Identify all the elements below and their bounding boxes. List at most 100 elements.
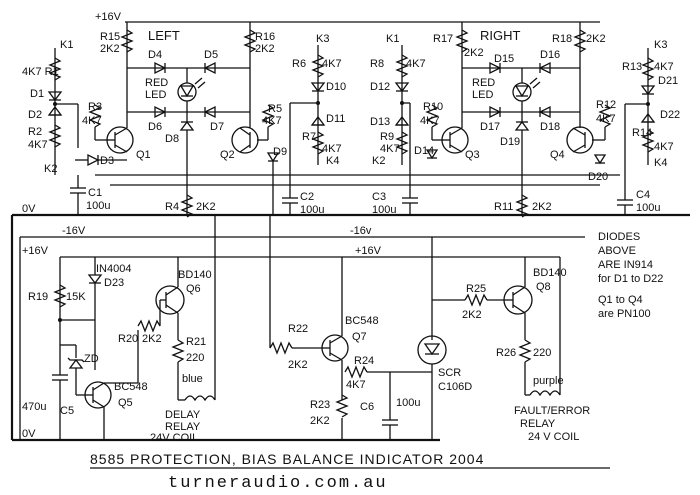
label-r18-value: 2K2 [586,33,606,45]
label-r5-value: 4K7 [262,115,282,127]
label-r14: R14 [632,127,652,139]
label-r3: R3 [88,101,102,113]
website-text: turneraudio.com.au [168,474,388,493]
label-plus16-top: +16V [95,11,122,23]
label-purple: purple [533,375,564,387]
label-k4-right: K4 [654,157,667,169]
label-blue: blue [182,373,203,385]
label-q6: Q6 [186,283,201,295]
label-scr-part: C106D [438,381,472,393]
label-r2-value: 4K7 [28,139,48,151]
led-left-l2: LED [145,89,166,101]
label-r17-value: 2K2 [464,47,484,59]
label-d4: D4 [148,49,162,61]
section-left-title: LEFT [148,28,180,43]
label-r25-value: 2K2 [462,309,482,321]
label-relay1-line1: DELAY [165,409,201,421]
label-relay1-line2: RELAY [165,421,201,433]
label-d23: D23 [104,277,124,289]
led-left-l1: RED [145,77,168,89]
label-r10: R10 [423,101,443,113]
label-q5: Q5 [118,397,133,409]
label-r13-value: 4K7 [654,61,674,73]
note-line3: ARE IN914 [598,259,653,271]
label-r11-value: 2K2 [532,201,552,213]
label-c4: C4 [636,189,650,201]
note-line1: DIODES [598,231,640,243]
label-scr: SCR [438,367,461,379]
label-r16-value: 2K2 [255,43,275,55]
label-relay2-line2: RELAY [520,418,556,430]
label-q6-part: BD140 [178,269,212,281]
label-relay2-line3: 24 V COIL [528,431,579,443]
label-k2-right: K2 [372,155,385,167]
label-c6: C6 [360,401,374,413]
label-r15-value: 2K2 [100,43,120,55]
label-d5: D5 [204,49,218,61]
label-d14: D14 [414,145,434,157]
label-d11: D11 [326,113,345,125]
label-d22: D22 [660,109,680,121]
label-r19-value: 15K [66,291,86,303]
label-plus16-mid: +16V [355,245,382,257]
label-d21: D21 [658,75,678,87]
label-k4-left: K4 [326,155,339,167]
label-d15: D15 [494,53,514,65]
label-q3: Q3 [465,149,480,161]
label-0v-bottom: 0V [22,428,36,440]
label-d18: D18 [540,121,560,133]
note-line2: ABOVE [598,245,636,257]
label-r9-value: 4K7 [380,143,400,155]
note-line5: Q1 to Q4 [598,294,643,306]
driver-section [52,215,561,440]
led-right-l2: LED [472,89,493,101]
label-r17: R17 [433,33,453,45]
label-q2: Q2 [220,149,235,161]
label-relay1-line3: 24V COIL [150,432,198,444]
label-r26: R26 [496,347,516,359]
label-c2: C2 [300,191,314,203]
label-k2-left: K2 [44,163,57,175]
label-r6-value: 4K7 [322,58,342,70]
label-r24: R24 [354,355,374,367]
label-k3-right: K3 [654,39,667,51]
label-relay2-line1: FAULT/ERROR [514,405,590,417]
label-d6: D6 [148,121,162,133]
label-r5: R5 [268,103,282,115]
label-r9: R9 [380,131,394,143]
label-r2: R2 [28,126,42,138]
label-d10: D10 [326,81,346,93]
label-d23-part: IN4004 [96,263,131,275]
label-r4: R4 [165,201,179,213]
label-k1-right: K1 [386,33,399,45]
label-r3-value: 4K7 [82,115,102,127]
label-r8: R8 [370,58,384,70]
label-c3: C3 [372,191,386,203]
rails [10,21,690,442]
label-r23: R23 [310,399,330,411]
page-title: 8585 PROTECTION, BIAS BALANCE INDICATOR … [90,451,484,467]
label-0v-top: 0V [22,203,36,215]
label-r12: R12 [596,99,616,111]
label-k3-left: K3 [316,33,329,45]
label-d13: D13 [370,116,390,128]
label-r6: R6 [292,58,306,70]
labels: +16V 0V -16V -16v +16V +16V 0V LEFT RIGH… [22,11,680,493]
label-c1: C1 [88,187,102,199]
label-c2-value: 100u [300,204,324,216]
label-r12-value: 4K7 [596,113,616,125]
label-r1: 4K7 R1 [22,66,59,78]
label-c3-value: 100u [372,204,396,216]
label-r14-value: 4K7 [654,141,674,153]
label-c4-value: 100u [636,202,660,214]
label-r22-value: 2K2 [288,359,308,371]
label-r4-value: 2K2 [196,201,216,213]
label-q8: Q8 [536,281,551,293]
label-d12: D12 [370,81,390,93]
label-c5: C5 [60,405,74,417]
label-q4: Q4 [550,149,565,161]
note-line6: are PN100 [598,308,651,320]
label-r20: R20 [118,333,138,345]
